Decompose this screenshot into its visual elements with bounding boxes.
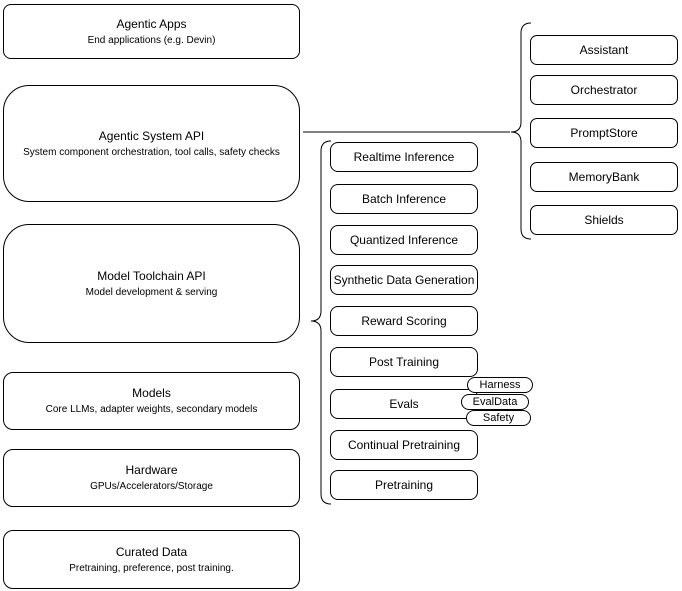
node-label: Orchestrator: [570, 83, 638, 97]
node-label: Assistant: [579, 43, 629, 57]
node-label: Post Training: [368, 355, 440, 369]
node-label: MemoryBank: [568, 170, 640, 184]
node-title: Hardware: [125, 463, 178, 477]
node-curated-data: Curated Data Pretraining, preference, po…: [3, 530, 300, 589]
node-evals: Evals: [330, 389, 478, 419]
node-subtitle: GPUs/Accelerators/Storage: [90, 481, 213, 492]
node-label: PromptStore: [570, 126, 638, 140]
node-model-toolchain-api: Model Toolchain API Model development & …: [3, 224, 300, 343]
node-label: Shields: [584, 213, 624, 227]
node-label: Reward Scoring: [361, 314, 447, 328]
node-label: Realtime Inference: [353, 150, 455, 164]
node-label: Quantized Inference: [349, 233, 459, 247]
node-orchestrator: Orchestrator: [530, 75, 678, 105]
node-subtitle: Pretraining, preference, post training.: [69, 562, 234, 574]
tag-harness: Harness: [467, 377, 533, 393]
node-label: Pretraining: [374, 478, 434, 492]
node-title: Model Toolchain API: [97, 268, 206, 283]
node-label: Evals: [389, 397, 419, 411]
node-promptstore: PromptStore: [530, 118, 678, 148]
node-title: Agentic Apps: [116, 16, 187, 31]
node-pretraining: Pretraining: [330, 470, 478, 500]
tag-safety: Safety: [466, 410, 531, 426]
node-realtime-inference: Realtime Inference: [330, 142, 478, 172]
node-subtitle: End applications (e.g. Devin): [87, 34, 216, 46]
node-title: Curated Data: [115, 544, 188, 559]
node-label: Synthetic Data Generation: [333, 273, 475, 287]
node-models: Models Core LLMs, adapter weights, secon…: [3, 372, 300, 430]
node-subtitle: Core LLMs, adapter weights, secondary mo…: [45, 404, 258, 415]
node-reward-scoring: Reward Scoring: [330, 306, 478, 336]
tag-label: Safety: [482, 412, 515, 424]
node-batch-inference: Batch Inference: [330, 184, 478, 214]
node-assistant: Assistant: [530, 35, 678, 65]
brace-toolchain: [310, 140, 332, 505]
node-agentic-system-api: Agentic System API System component orch…: [3, 85, 300, 202]
node-subtitle: Model development & serving: [85, 286, 218, 298]
node-post-training: Post Training: [330, 347, 478, 377]
tag-label: EvalData: [472, 396, 518, 408]
node-continual-pretraining: Continual Pretraining: [330, 430, 478, 460]
node-agentic-apps: Agentic Apps End applications (e.g. Devi…: [3, 4, 300, 59]
tag-label: Harness: [479, 379, 521, 391]
node-subtitle: System component orchestration, tool cal…: [23, 146, 280, 158]
node-label: Continual Pretraining: [347, 438, 461, 452]
brace-system-components: [510, 22, 532, 240]
node-label: Batch Inference: [361, 192, 447, 206]
node-synthetic-data-generation: Synthetic Data Generation: [330, 265, 478, 295]
node-hardware: Hardware GPUs/Accelerators/Storage: [3, 449, 300, 507]
node-quantized-inference: Quantized Inference: [330, 225, 478, 255]
node-memorybank: MemoryBank: [530, 162, 678, 192]
node-shields: Shields: [530, 205, 678, 235]
tag-evaldata: EvalData: [461, 394, 529, 410]
node-title: Models: [132, 386, 171, 400]
node-title: Agentic System API: [98, 128, 205, 143]
